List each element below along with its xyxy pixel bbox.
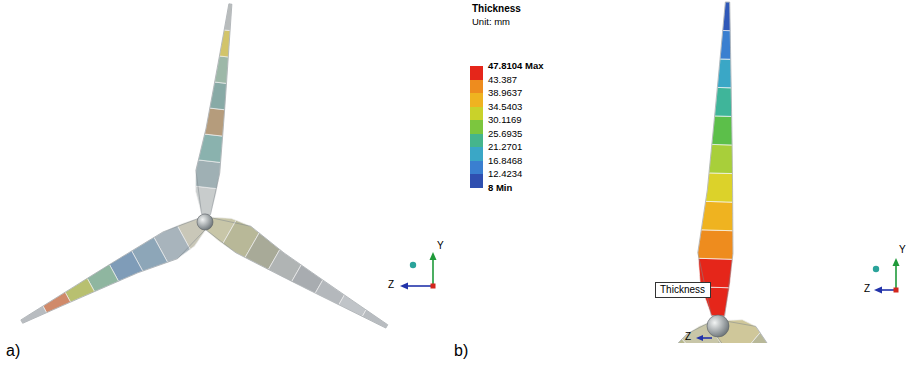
legend-swatch [470, 80, 483, 94]
legend-swatch [470, 161, 483, 175]
blade-segment [701, 201, 733, 230]
axis-triad [400, 252, 437, 290]
blade [196, 4, 232, 215]
legend-swatch [470, 134, 483, 148]
blade-segment [698, 230, 733, 259]
blade-segment [196, 160, 221, 189]
blade-segment [712, 116, 732, 145]
legend-swatch [470, 107, 483, 121]
legend-value: 8 Min [488, 182, 512, 193]
axis-label: Y [437, 240, 444, 252]
blade-segment [362, 310, 387, 328]
z-axis-line [702, 337, 712, 339]
blade-segment [737, 333, 782, 343]
axis-triad [873, 258, 900, 294]
view-sphere [410, 262, 416, 268]
z-axis-line [406, 285, 433, 287]
legend-value: 34.5403 [488, 101, 522, 112]
legend-value: 16.8468 [488, 155, 522, 166]
z-axis-head [400, 283, 408, 290]
blade [608, 321, 723, 343]
blade-segment [720, 30, 731, 59]
blade-segment [65, 278, 94, 302]
axis-label: Y [899, 244, 906, 256]
blade-segment [315, 280, 344, 305]
blade-outline [698, 2, 733, 316]
legend-swatch [470, 66, 483, 80]
z-axis-head [874, 287, 882, 294]
blade-segment [709, 144, 732, 173]
x-axis-marker [431, 284, 436, 289]
y-axis-line [432, 258, 434, 286]
legend-value: 30.1169 [488, 115, 522, 126]
y-axis-head [893, 258, 900, 266]
blade [21, 217, 208, 323]
blade [202, 217, 388, 328]
x-axis-marker [894, 288, 899, 293]
legend-value: 43.387 [488, 74, 517, 85]
legend-swatch [470, 174, 483, 188]
blade-segment [706, 173, 733, 202]
legend-value: 38.9637 [488, 88, 522, 99]
blade-outline [713, 320, 831, 343]
blade-segment [205, 108, 225, 136]
blade-segment [21, 306, 47, 323]
panel-label: b) [454, 342, 468, 360]
callout-text: Thickness [660, 284, 706, 296]
panel-label: a) [6, 342, 20, 360]
axis-label: Z [685, 331, 691, 343]
y-axis-head [430, 252, 437, 260]
y-axis-line [895, 264, 897, 290]
legend-value: 25.6935 [488, 128, 522, 139]
blade-outline [21, 217, 208, 323]
callout-box: Thickness [655, 282, 711, 298]
legend-value: 47.8104 Max [488, 61, 543, 72]
legend-swatch [470, 147, 483, 161]
blade-outline [608, 321, 723, 343]
legend-value: 21.2701 [488, 142, 522, 153]
blade-outline [202, 217, 388, 328]
blade-segment [198, 134, 222, 162]
hub [707, 315, 729, 337]
blade [698, 2, 733, 316]
legend-swatch [470, 93, 483, 107]
legend-unit: Unit: mm [472, 17, 510, 28]
panel-b-blade [608, 2, 831, 343]
legend-title: Thickness [472, 3, 521, 15]
blade-segment [715, 87, 732, 116]
legend-swatch [470, 120, 483, 134]
axis-label: Z [388, 279, 394, 291]
blade-outline [196, 4, 232, 215]
axis-label: Z [864, 283, 870, 295]
panel-a-rotor [21, 4, 388, 328]
blade-segment [43, 292, 71, 312]
z-axis-head [696, 335, 703, 341]
blade [713, 320, 831, 343]
hub [197, 214, 213, 230]
blade-segment [339, 295, 366, 316]
legend-value: 12.4234 [488, 169, 522, 180]
view-sphere [873, 266, 879, 272]
